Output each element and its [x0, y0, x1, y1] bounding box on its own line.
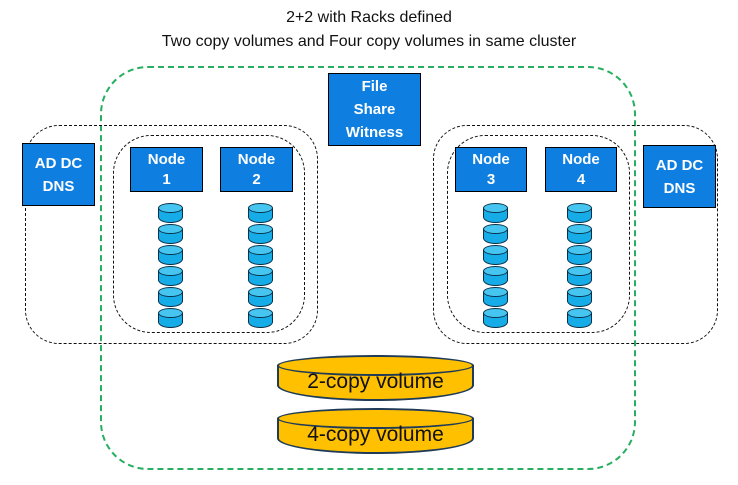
- disk-icon-top: [158, 224, 183, 234]
- diagram-title-line1: 2+2 with Racks defined: [286, 9, 452, 26]
- disk-icon-top: [483, 308, 508, 318]
- node-2-box: Node 2: [220, 147, 293, 192]
- node-4-box: Node 4: [545, 147, 617, 192]
- disk-icon-top: [158, 245, 183, 255]
- disk-icon: [483, 308, 508, 328]
- disk-icon: [483, 245, 508, 265]
- ad-dc-dns-right-box: AD DC DNS: [643, 145, 716, 208]
- disk-icon-top: [483, 266, 508, 276]
- node-1-label-line2: 1: [162, 170, 171, 188]
- disk-icon: [158, 245, 183, 265]
- disk-icon-top: [158, 287, 183, 297]
- diagram-title-line2: Two copy volumes and Four copy volumes i…: [161, 33, 577, 50]
- disk-icon-top: [483, 203, 508, 213]
- cluster-boundary: [100, 66, 636, 470]
- disk-icon-top: [567, 287, 592, 297]
- disk-icon-top: [248, 308, 273, 318]
- node-3-box: Node 3: [455, 147, 527, 192]
- volume-4copy-label: 4-copy volume: [307, 423, 444, 446]
- ad-dc-dns-left-line1: AD DC: [34, 154, 83, 172]
- rack-1-boundary: [113, 135, 305, 333]
- node-1-disk-stack: [134, 203, 207, 329]
- node-2-label-line1: Node: [237, 150, 276, 168]
- disk-icon: [567, 224, 592, 244]
- disk-icon-top: [158, 308, 183, 318]
- disk-icon: [158, 308, 183, 328]
- node-2-disk-stack: [224, 203, 297, 329]
- rack-2-boundary: [447, 135, 630, 333]
- node-3-disk-stack: [459, 203, 532, 329]
- disk-icon: [158, 203, 183, 223]
- volume-4copy-cylinder: 4-copy volume: [277, 408, 474, 454]
- witness-label-line3: Witness: [345, 124, 404, 141]
- disk-icon: [248, 224, 273, 244]
- ad-dc-dns-right-line1: AD DC: [655, 156, 704, 174]
- node-3-label-line1: Node: [472, 150, 510, 168]
- volume-4copy-cylinder-top: [277, 408, 474, 429]
- disk-icon: [483, 287, 508, 307]
- disk-icon: [567, 287, 592, 307]
- disk-icon-top: [567, 308, 592, 318]
- disk-icon-top: [567, 245, 592, 255]
- disk-icon-top: [248, 203, 273, 213]
- disk-icon-top: [248, 287, 273, 297]
- disk-icon: [567, 245, 592, 265]
- disk-icon-top: [248, 224, 273, 234]
- disk-icon: [158, 266, 183, 286]
- disk-icon: [248, 308, 273, 328]
- disk-icon-top: [158, 203, 183, 213]
- node-2-label-line2: 2: [252, 170, 261, 188]
- disk-icon-top: [158, 266, 183, 276]
- volume-2copy-label: 2-copy volume: [307, 370, 444, 393]
- disk-icon: [248, 266, 273, 286]
- disk-icon-top: [567, 266, 592, 276]
- node-1-box: Node 1: [130, 147, 203, 192]
- disk-icon-top: [483, 245, 508, 255]
- ad-dc-dns-left-box: AD DC DNS: [22, 143, 95, 206]
- disk-icon: [248, 287, 273, 307]
- disk-icon: [248, 203, 273, 223]
- witness-label-line2: Share: [353, 101, 396, 118]
- disk-icon: [248, 245, 273, 265]
- file-share-witness-box: File Share Witness: [328, 73, 421, 146]
- disk-icon: [567, 308, 592, 328]
- ad-dc-dns-left-line2: DNS: [42, 177, 75, 195]
- disk-icon-top: [483, 287, 508, 297]
- node-4-label-line1: Node: [562, 150, 600, 168]
- disk-icon-top: [567, 203, 592, 213]
- node-1-label-line1: Node: [147, 150, 186, 168]
- disk-icon: [483, 203, 508, 223]
- disk-icon: [567, 266, 592, 286]
- node-4-disk-stack: [543, 203, 616, 329]
- witness-label-line1: File: [361, 78, 388, 95]
- disk-icon-top: [248, 245, 273, 255]
- ad-dc-dns-right-line2: DNS: [663, 179, 696, 197]
- node-4-label-line2: 4: [576, 170, 586, 188]
- disk-icon-top: [567, 224, 592, 234]
- disk-icon-top: [483, 224, 508, 234]
- disk-icon: [158, 224, 183, 244]
- disk-icon-top: [248, 266, 273, 276]
- volume-2copy-cylinder-top: [277, 355, 474, 376]
- disk-icon: [158, 287, 183, 307]
- node-3-label-line2: 3: [486, 170, 496, 188]
- site-right-boundary: [433, 125, 718, 344]
- disk-icon: [483, 224, 508, 244]
- site-left-boundary: [25, 125, 318, 344]
- disk-icon: [567, 203, 592, 223]
- volume-2copy-cylinder: 2-copy volume: [277, 355, 474, 401]
- disk-icon: [483, 266, 508, 286]
